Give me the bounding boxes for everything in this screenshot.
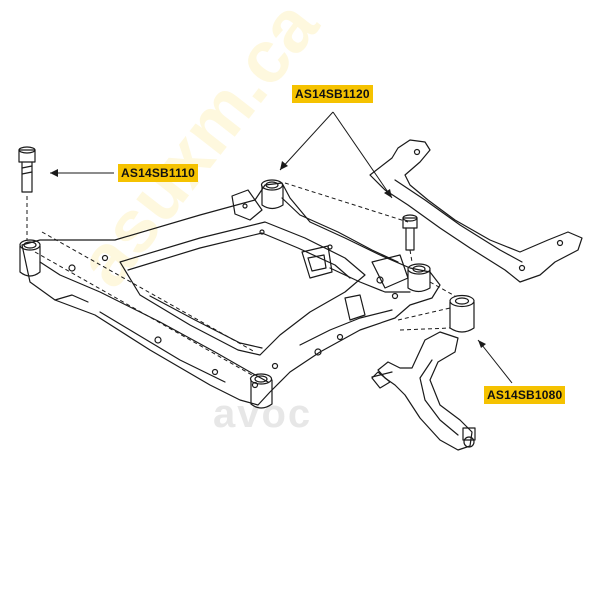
bracket-mid	[301, 245, 333, 279]
stabilizer-bar	[369, 139, 583, 283]
right-rail-3	[299, 309, 393, 346]
bushing-left	[19, 245, 41, 277]
dash-arm-bushing-2	[399, 327, 451, 331]
bracket-mid-slot	[307, 254, 327, 272]
control-arm	[377, 331, 473, 451]
arrow-1120-left	[279, 111, 334, 171]
part-label-upper[interactable]: AS14SB1120	[292, 85, 373, 103]
dash-arm-bushing	[397, 307, 451, 321]
control-arm-inner	[419, 359, 459, 436]
bracket-lower	[344, 294, 366, 321]
dash-right-bushing	[429, 281, 456, 297]
arrow-1120-right	[332, 111, 393, 199]
dash-left-diag	[41, 231, 256, 353]
bushing-right	[407, 269, 431, 293]
bolt-left	[18, 146, 36, 193]
subframe-outline	[21, 182, 441, 406]
arrowhead-1080	[478, 340, 486, 348]
subframe-inner-edge	[127, 232, 351, 279]
part-label-left[interactable]: AS14SB1110	[118, 164, 199, 182]
bushing-arm	[449, 301, 475, 333]
ball-joint-right	[462, 427, 476, 441]
right-rail	[281, 197, 399, 263]
stabilizer-bar-inner	[394, 179, 523, 263]
subframe-inner-edge-2	[149, 295, 263, 349]
right-rail-2	[329, 267, 411, 293]
front-member	[39, 261, 269, 383]
watermark-logo: avoc	[213, 392, 313, 436]
bushing-front-bottom	[250, 379, 273, 409]
bolt-rear	[402, 214, 418, 251]
arrowhead-1110	[50, 169, 58, 177]
arrowhead-1120-left	[280, 161, 288, 170]
dash-rear-bushing	[284, 182, 409, 223]
arrow-1080	[477, 339, 513, 384]
bushing-rear-top	[261, 185, 284, 210]
arrowhead-1120-right	[384, 189, 392, 198]
front-member-3	[99, 311, 226, 383]
front-member-2	[54, 294, 89, 303]
dash-rear-bolt	[409, 249, 413, 263]
subframe-inner-window	[119, 221, 366, 356]
bracket-left-top	[231, 189, 263, 221]
part-label-right[interactable]: AS14SB1080	[484, 386, 566, 404]
